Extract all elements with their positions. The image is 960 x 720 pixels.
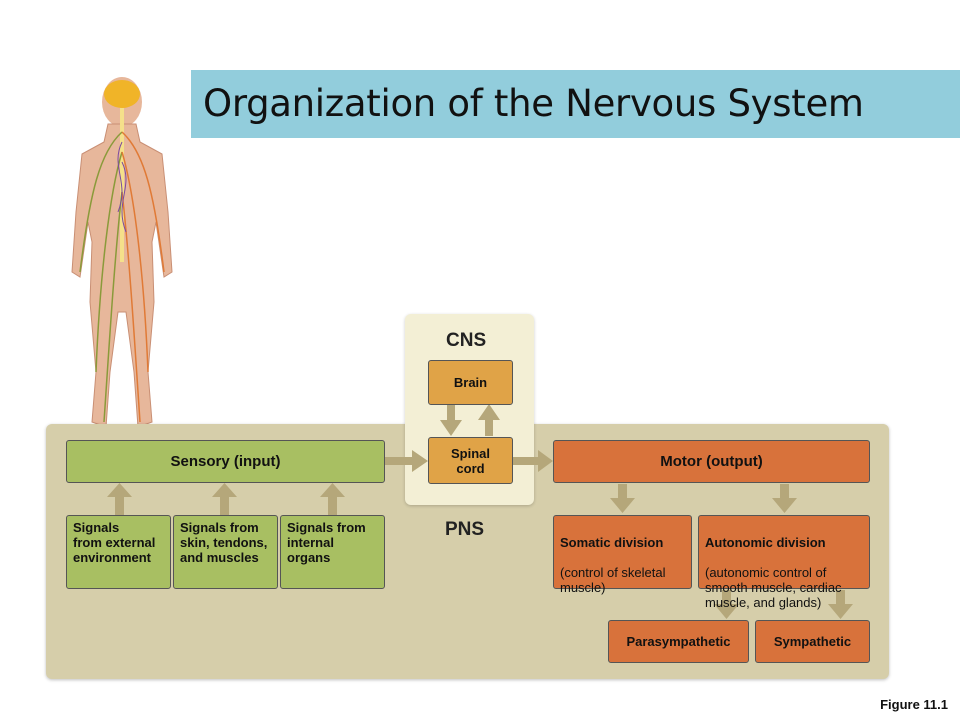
sensory-input-box: Sensory (input): [66, 440, 385, 483]
cns-label: CNS: [446, 330, 487, 351]
sympathetic-box: Sympathetic: [755, 620, 870, 663]
arrow-motor-to-somatic: [610, 484, 635, 513]
signals-internal-box: Signals from internal organs: [280, 515, 385, 589]
autonomic-division-box: Autonomic division (autonomic control of…: [698, 515, 870, 610]
figure-label: Figure 11.1: [880, 697, 948, 712]
arrow-to-sympathetic: [828, 590, 853, 619]
parasympathetic-box: Parasympathetic: [608, 620, 749, 663]
signals-external-box: Signals from external environment: [66, 515, 171, 589]
signals-skin-box: Signals from skin, tendons, and muscles: [173, 515, 278, 589]
somatic-title: Somatic division: [560, 535, 664, 550]
human-nervous-system-illustration: [71, 77, 173, 428]
somatic-division-box: Somatic division (control of skeletal mu…: [553, 515, 692, 595]
title-bar: Organization of the Nervous System: [191, 70, 960, 138]
arrow-up-external: [107, 483, 132, 515]
arrow-up-skin: [212, 483, 237, 515]
somatic-desc: (control of skeletal muscle): [560, 565, 666, 595]
spinal-cord-box: Spinal cord: [428, 437, 513, 484]
motor-output-box: Motor (output): [553, 440, 870, 483]
arrow-sensory-to-cord: [385, 450, 428, 472]
autonomic-title: Autonomic division: [705, 535, 826, 550]
arrow-up-internal: [320, 483, 345, 515]
arrow-cord-to-motor: [513, 450, 553, 472]
arrow-to-parasympathetic: [714, 590, 739, 619]
arrow-brain-to-cord: [440, 405, 462, 436]
pns-label: PNS: [445, 519, 485, 540]
autonomic-desc: (autonomic control of smooth muscle, car…: [705, 565, 842, 610]
arrow-motor-to-autonomic: [772, 484, 797, 513]
arrow-cord-to-brain: [478, 404, 500, 436]
page-title: Organization of the Nervous System: [203, 82, 864, 125]
brain-box: Brain: [428, 360, 513, 405]
